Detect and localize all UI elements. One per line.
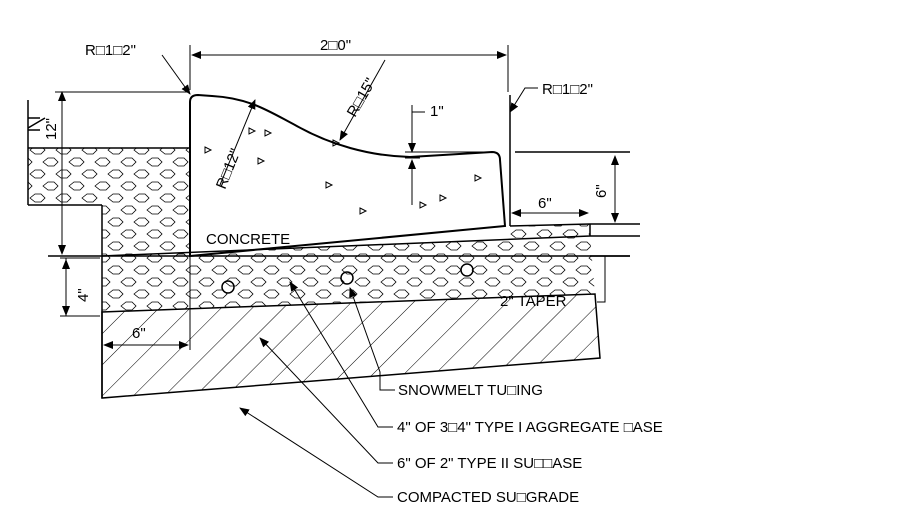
dim-width-top [189, 45, 509, 92]
taper-bracket [597, 256, 606, 303]
dim-1in [405, 105, 495, 205]
dim-6in-bottom [103, 256, 191, 350]
snowmelt-tube [221, 280, 235, 294]
snowmelt-label: SNOWMELT TU□ING [398, 382, 543, 399]
width-top-label: 2□0" [320, 37, 351, 54]
right-pavement-lines [509, 95, 640, 257]
left-pavement-outline [27, 100, 190, 398]
right-base-hex [510, 224, 590, 238]
dim-12in [55, 91, 188, 255]
base-top-line [101, 235, 591, 257]
snowmelt-leader [349, 287, 395, 391]
left-pavement-hex [28, 148, 190, 256]
dim-6in-right-v-label: 6" [593, 184, 610, 198]
taper-label: 2" TAPER [500, 293, 567, 310]
aggregate-base-label: 4" OF 3□4" TYPE I AGGREGATE □ASE [397, 419, 663, 436]
dim-12in-label: 12" [43, 118, 60, 140]
subgrade-label: COMPACTED SU□GRADE [397, 489, 579, 506]
dim-6in-bottom-label: 6" [132, 325, 146, 342]
subgrade-leader [239, 407, 393, 498]
concrete-speckle [204, 127, 483, 215]
dim-4in-label: 4" [75, 288, 92, 302]
concrete-curb [189, 93, 507, 258]
snowmelt-tube [460, 263, 474, 277]
subbase-leader [259, 337, 393, 464]
radius-15-leader [339, 59, 386, 141]
dim-4in [60, 257, 100, 317]
radius-top-left-label: R□1□2" [85, 42, 136, 59]
aggregate-leader [289, 281, 393, 428]
radius-leader-right [509, 87, 538, 113]
radius-15-label: R□15" [344, 75, 380, 120]
dim-1in-label: 1" [430, 103, 444, 120]
snowmelt-tube [340, 271, 354, 285]
radius-top-right-label: R□1□2" [542, 81, 593, 98]
concrete-label: CONCRETE [206, 231, 290, 248]
radius-12-leader [219, 99, 256, 186]
radius-leader-left [161, 54, 191, 95]
subbase-label: 6" OF 2" TYPE II SU□□ASE [397, 455, 582, 472]
dim-6in-right-h-label: 6" [538, 195, 552, 212]
